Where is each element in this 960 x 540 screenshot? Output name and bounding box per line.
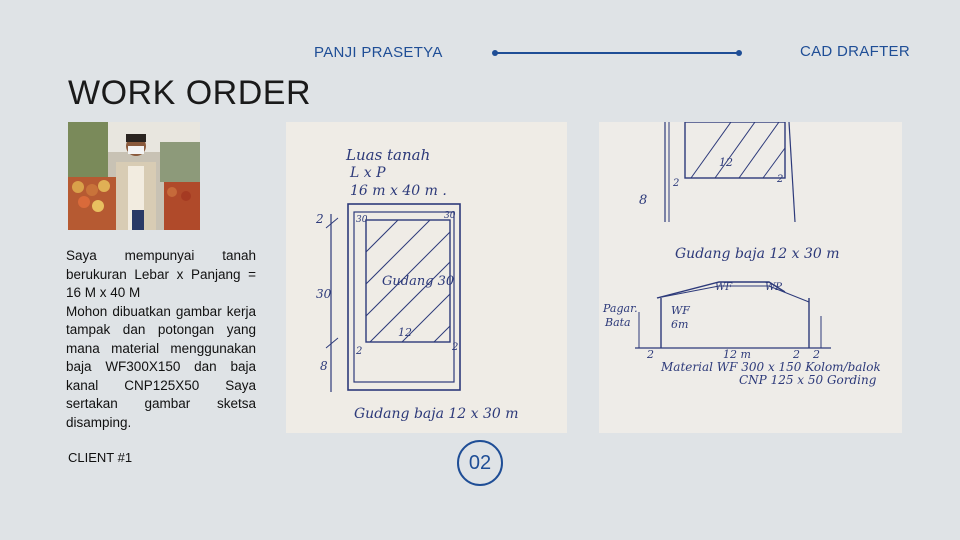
sketch1-inner-right: 2 [451,342,458,353]
timeline-dot-end [736,50,742,56]
sketch2-top-center: 12 [719,156,733,169]
description-line: Saya mempunyai tanah berukuran Lebar x P… [66,248,256,300]
author-name: PANJI PRASETYA [314,44,443,61]
sketch2-wf-height: 6m [671,318,688,331]
sketch1-left-bottom: 8 [320,359,328,373]
sketch2-dim-left: 2 [646,348,654,361]
sketch1-luas: Luas tanah [345,146,430,164]
sketch1-left-mid: 30 [316,287,332,301]
sketch1-corner-tr: 30 [444,211,456,221]
sketch2-left-eight: 8 [639,193,647,208]
sketch2-wf-left: WF [715,282,733,293]
page-number: 02 [457,440,503,486]
sketch-site-plan: Luas tanah L x P 16 m x 40 m . 2 30 8 30… [286,122,567,433]
client-label: CLIENT #1 [68,450,133,465]
sketch2-top-right: 2 [776,174,783,185]
sketch2-pagar2: Bata [604,316,631,329]
sketch2-material1: Material WF 300 x 150 Kolom/balok [660,360,881,374]
timeline-dot-start [492,50,498,56]
person-with-mask-at-market-photo [68,122,200,230]
author-role: CAD DRAFTER [800,43,910,60]
sketch2-top-left: 2 [672,178,679,189]
sketch2-pagar1: Pagar. [602,302,638,315]
sketch-section-view: 12 2 2 8 Gudang baja 12 x 30 m WF WP Pag… [599,122,902,433]
work-order-description: Saya mempunyai tanah berukuran Lebar x P… [66,247,256,432]
sketch1-caption: Gudang baja 12 x 30 m [354,406,519,422]
page-title: WORK ORDER [68,74,311,112]
sketch1-left-top: 2 [315,212,324,226]
timeline-line [495,52,739,54]
sketch1-lp: L x P [349,165,386,181]
sketch2-wf-col: WF [671,304,690,317]
sketch1-corner-tl: 30 [356,215,368,225]
sketch2-dim-right: 2 [792,348,800,361]
sketch1-inner-bottom: 12 [398,326,412,339]
sketch1-gudang: Gudang 30 [382,274,454,289]
client-photo [68,122,200,230]
sketch1-inner-left: 2 [355,346,362,357]
header-timeline [492,50,742,56]
sketch2-caption: Gudang baja 12 x 30 m [675,246,840,262]
description-line: Mohon dibuatkan gambar kerja tampak dan … [66,303,256,430]
sketch2-wf-right: WP [765,282,782,293]
sketch2-dim-right2: 2 [812,348,820,361]
sketch2-dim-center: 12 m [723,348,751,361]
sketch1-dims: 16 m x 40 m . [350,183,447,199]
sketch2-material2: CNP 125 x 50 Gording [739,373,877,387]
